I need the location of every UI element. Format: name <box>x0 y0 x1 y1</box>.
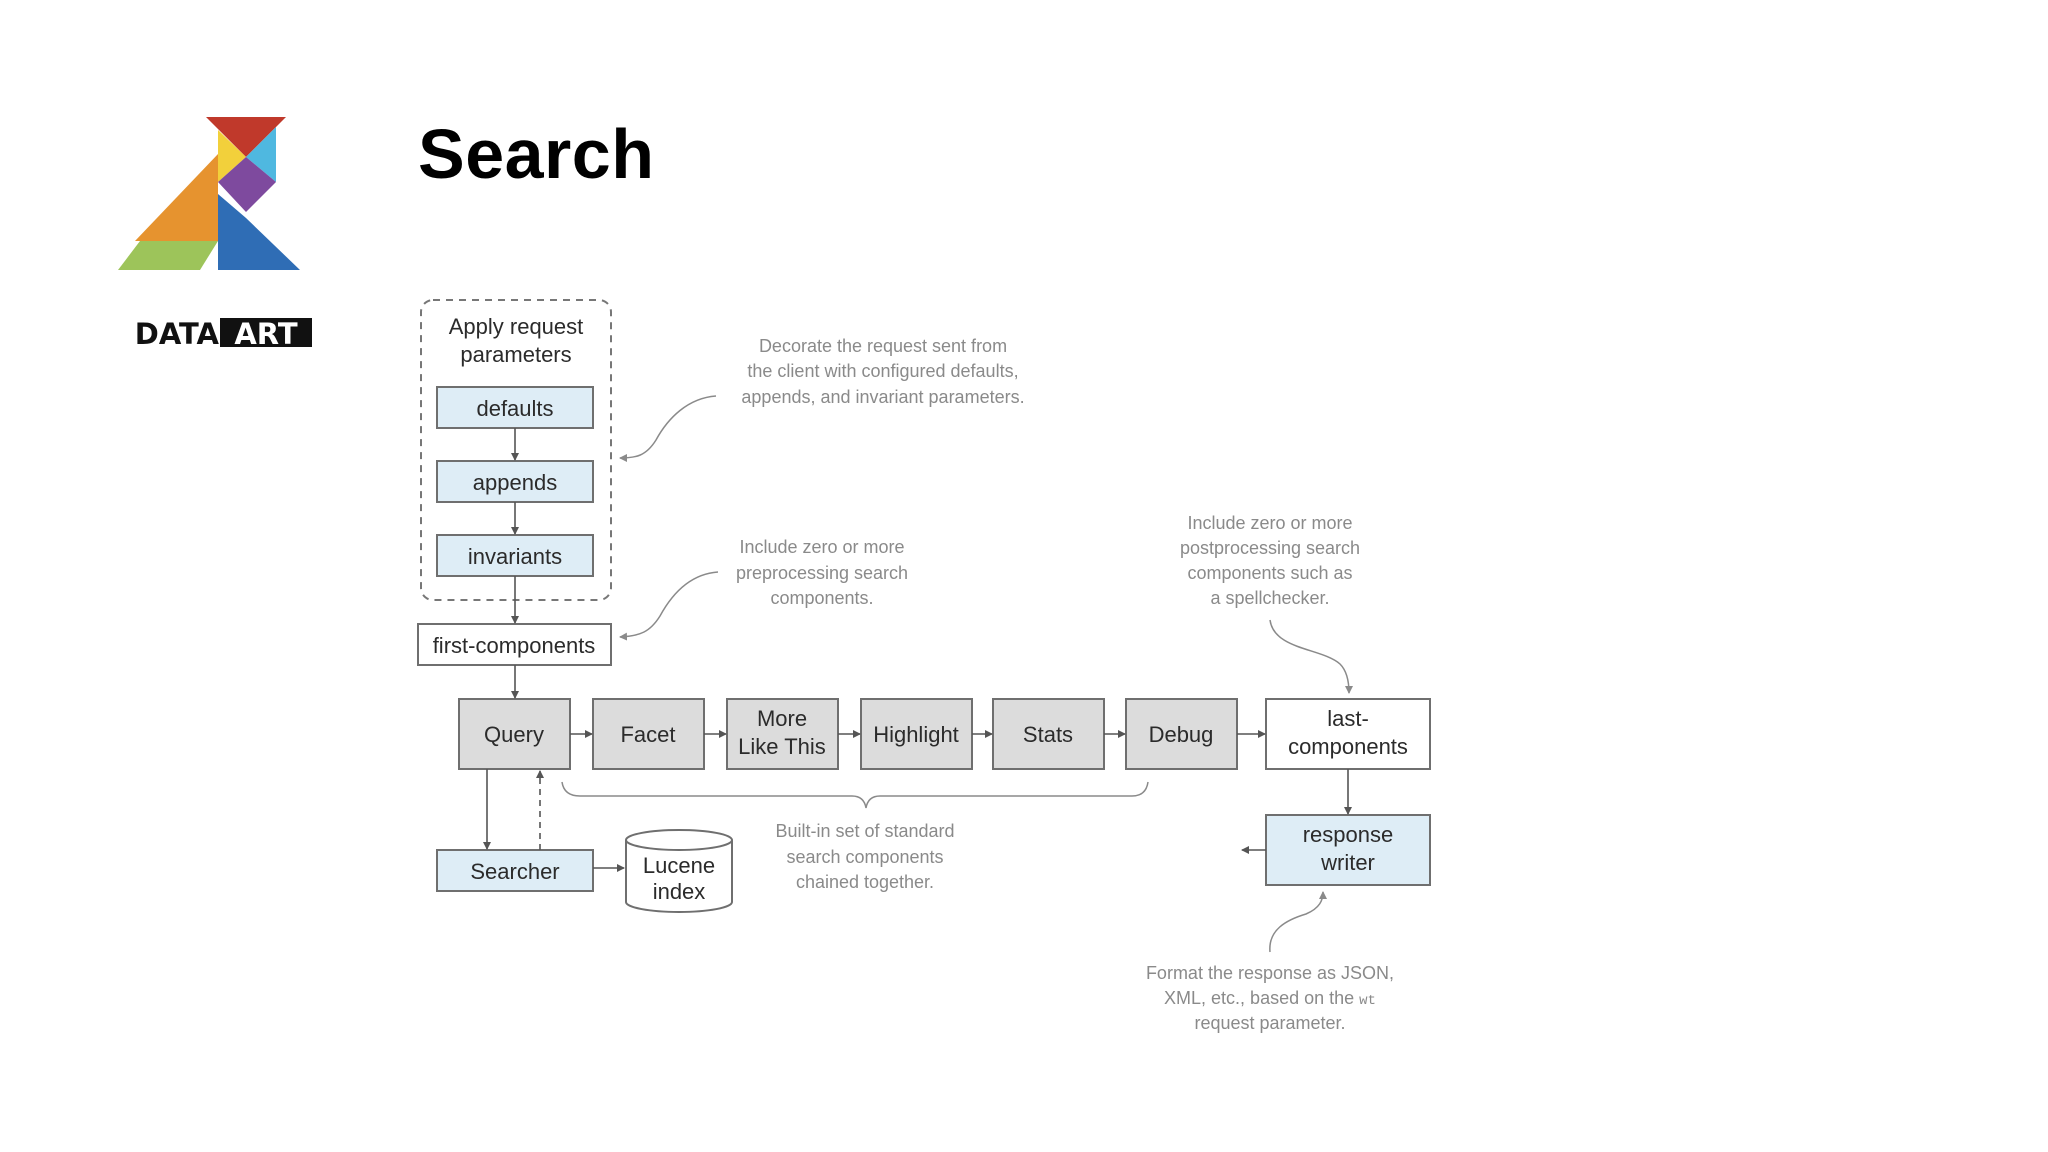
apply-request-parameters-group: Apply request parameters <box>420 299 612 601</box>
builtin-note: Built-in set of standard search componen… <box>775 821 954 892</box>
preprocess-note-line2: preprocessing search <box>736 563 908 583</box>
highlight-label: Highlight <box>873 722 959 747</box>
format-note-wt-code: wt <box>1359 993 1376 1009</box>
request-parameters-dashed-border <box>420 299 612 601</box>
searcher-box: Searcher <box>436 849 594 892</box>
logo-cyan-shape <box>246 127 276 182</box>
logo-wordmark-box <box>220 318 312 347</box>
group-title-line1: Apply request <box>449 314 584 339</box>
last-components-label-line2: components <box>1288 734 1408 759</box>
slide-title: Search <box>418 115 655 193</box>
preprocess-note: Include zero or more preprocessing searc… <box>736 537 908 608</box>
decorate-note-line1: Decorate the request sent from <box>759 336 1007 356</box>
first-components-box: first-components <box>417 623 612 666</box>
invariants-box: invariants <box>436 534 594 577</box>
preprocess-note-line3: components. <box>770 588 873 608</box>
builtin-components-brace <box>561 781 1149 809</box>
query-box: Query <box>458 698 571 770</box>
builtin-note-line1: Built-in set of standard <box>775 821 954 841</box>
postprocess-note: Include zero or more postprocessing sear… <box>1180 513 1360 608</box>
searcher-label: Searcher <box>470 859 559 884</box>
format-note: Format the response as JSON, XML, etc., … <box>1146 963 1394 1033</box>
connectors <box>483 428 1352 872</box>
highlight-box: Highlight <box>860 698 973 770</box>
format-note-line2-text: XML, etc., based on the <box>1164 988 1359 1008</box>
logo-blue-shape <box>218 194 300 270</box>
decorate-note-line3: appends, and invariant parameters. <box>741 387 1024 407</box>
logo-wordmark: DATA ART <box>135 317 312 351</box>
logo-wordmark-art: ART <box>234 317 297 351</box>
lucene-index-label-line2: index <box>653 879 706 904</box>
builtin-note-line2: search components <box>786 847 943 867</box>
decorate-note-line2: the client with configured defaults, <box>747 361 1018 381</box>
appends-label: appends <box>473 470 557 495</box>
decorate-note-pointer <box>619 395 717 462</box>
logo-wordmark-data: DATA <box>135 317 220 351</box>
postprocess-note-line4: a spellchecker. <box>1210 588 1329 608</box>
builtin-note-line3: chained together. <box>796 872 934 892</box>
postprocess-note-pointer <box>1269 619 1353 694</box>
query-label: Query <box>484 722 544 747</box>
more-like-this-box: More Like This <box>726 698 839 770</box>
invariants-label: invariants <box>468 544 562 569</box>
response-writer-box: response writer <box>1265 814 1431 886</box>
response-writer-label-line1: response <box>1303 822 1394 847</box>
logo-mark <box>118 117 300 270</box>
debug-label: Debug <box>1149 722 1214 747</box>
logo-red-triangle <box>206 117 286 157</box>
logo-orange-triangle <box>135 154 218 241</box>
logo-purple-shape <box>218 157 276 212</box>
facet-box: Facet <box>592 698 705 770</box>
last-components-box: last- components <box>1265 698 1431 770</box>
facet-label: Facet <box>620 722 675 747</box>
logo-green-shape <box>118 241 218 270</box>
lucene-index-label-line1: Lucene <box>643 853 715 878</box>
defaults-box: defaults <box>436 386 594 429</box>
format-note-pointer <box>1269 891 1327 953</box>
preprocess-note-pointer <box>619 571 719 641</box>
postprocess-note-line3: components such as <box>1187 563 1352 583</box>
decorate-note: Decorate the request sent from the clien… <box>741 336 1024 407</box>
lucene-index-cylinder: Lucene index <box>625 829 733 913</box>
group-title-line2: parameters <box>460 342 571 367</box>
logo-yellow-shape <box>218 130 246 182</box>
stats-box: Stats <box>992 698 1105 770</box>
postprocess-note-line1: Include zero or more <box>1187 513 1352 533</box>
format-note-line1: Format the response as JSON, <box>1146 963 1394 983</box>
first-components-label: first-components <box>433 633 596 658</box>
debug-box: Debug <box>1125 698 1238 770</box>
stats-label: Stats <box>1023 722 1073 747</box>
defaults-label: defaults <box>476 396 553 421</box>
dataart-logo: DATA ART <box>118 117 312 351</box>
response-writer-label-line2: writer <box>1320 850 1375 875</box>
format-note-line3: request parameter. <box>1194 1013 1345 1033</box>
format-note-line2: XML, etc., based on the wt <box>1164 988 1376 1009</box>
more-like-this-label-line2: Like This <box>738 734 826 759</box>
appends-box: appends <box>436 460 594 503</box>
postprocess-note-line2: postprocessing search <box>1180 538 1360 558</box>
preprocess-note-line1: Include zero or more <box>739 537 904 557</box>
more-like-this-label-line1: More <box>757 706 807 731</box>
last-components-label-line1: last- <box>1327 706 1369 731</box>
